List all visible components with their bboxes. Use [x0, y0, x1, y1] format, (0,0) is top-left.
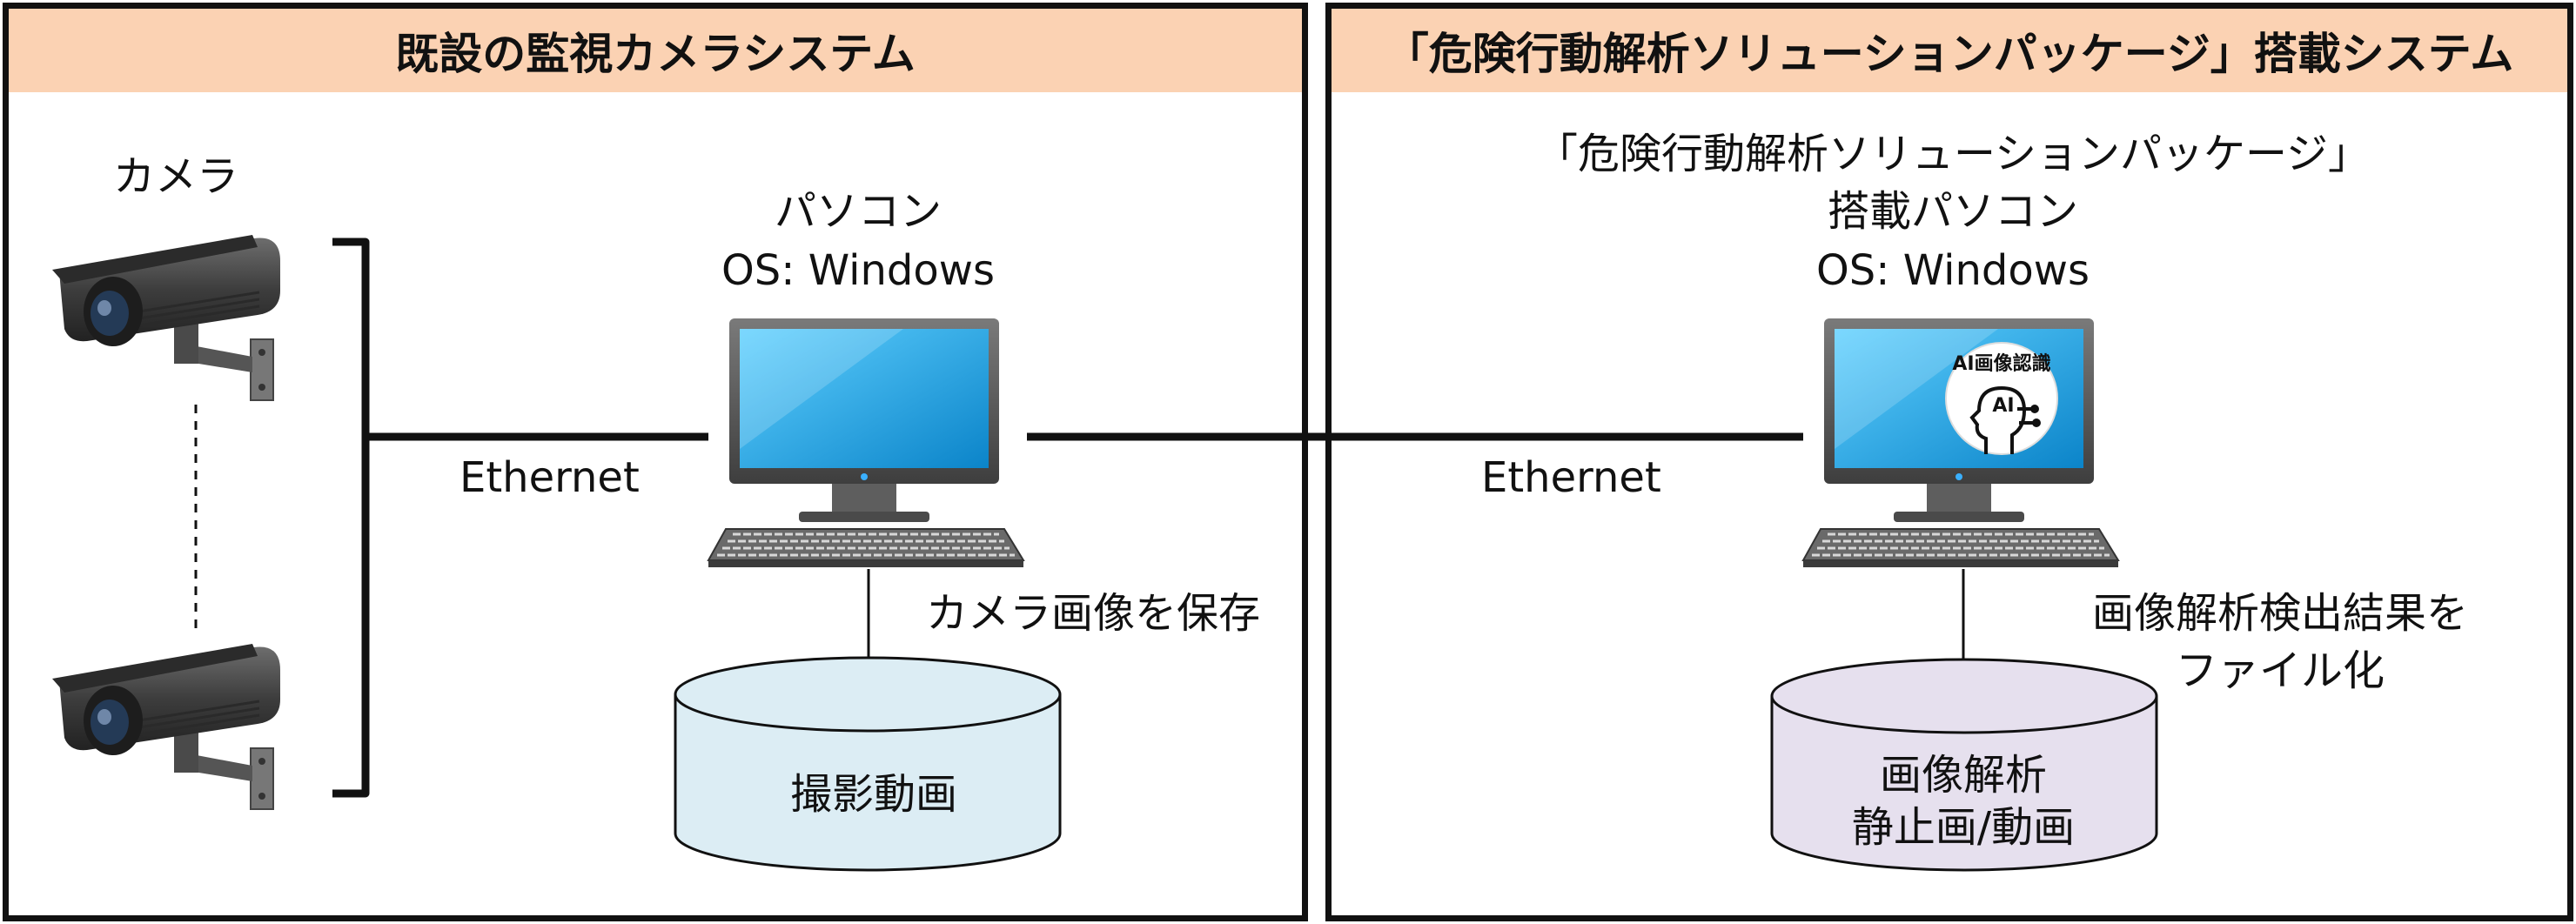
ai-head-icon [1969, 385, 2041, 454]
camera-label: カメラ [113, 152, 239, 201]
ai-badge-icon-text: AI [1992, 395, 2015, 417]
db-label-right-line2: 静止画/動画 [1851, 803, 2076, 852]
camera-group-bracket [332, 238, 370, 798]
desktop-computer-icon [729, 318, 999, 522]
database-cylinder-icon [674, 656, 1062, 872]
database-cylinder-icon [1770, 658, 2158, 872]
output-note-line1: 画像解析検出結果を [2091, 589, 2469, 638]
existing-system-title: 既設の監視カメラシステム [9, 9, 1302, 92]
ai-badge-text: AI画像認識 [1952, 353, 2051, 375]
pc-os-label: OS: Windows [721, 246, 995, 295]
keyboard-icon [707, 528, 1025, 567]
cctv-camera-icon [52, 235, 280, 401]
solution-pc-label-line2: 搭載パソコン [1827, 187, 2079, 236]
pc-label: パソコン [774, 187, 943, 236]
ai-image-recognition-badge [1945, 342, 2058, 455]
cctv-camera-icon [52, 644, 280, 810]
solution-pc-os-label: OS: Windows [1816, 246, 2090, 295]
output-note-line2: ファイル化 [2175, 646, 2385, 695]
ethernet-label-left: Ethernet [460, 453, 640, 502]
ethernet-label-right: Ethernet [1481, 453, 1661, 502]
storage-note: カメラ画像を保存 [926, 589, 1261, 638]
solution-system-title: 「危険行動解析ソリューションパッケージ」搭載システム [1332, 9, 2567, 92]
keyboard-icon [1801, 528, 2120, 567]
db-label-left: 撮影動画 [789, 770, 958, 819]
db-label-right-line1: 画像解析 [1879, 751, 2048, 800]
solution-pc-label-line1: 「危険行動解析ソリューションパッケージ」 [1535, 130, 2371, 178]
